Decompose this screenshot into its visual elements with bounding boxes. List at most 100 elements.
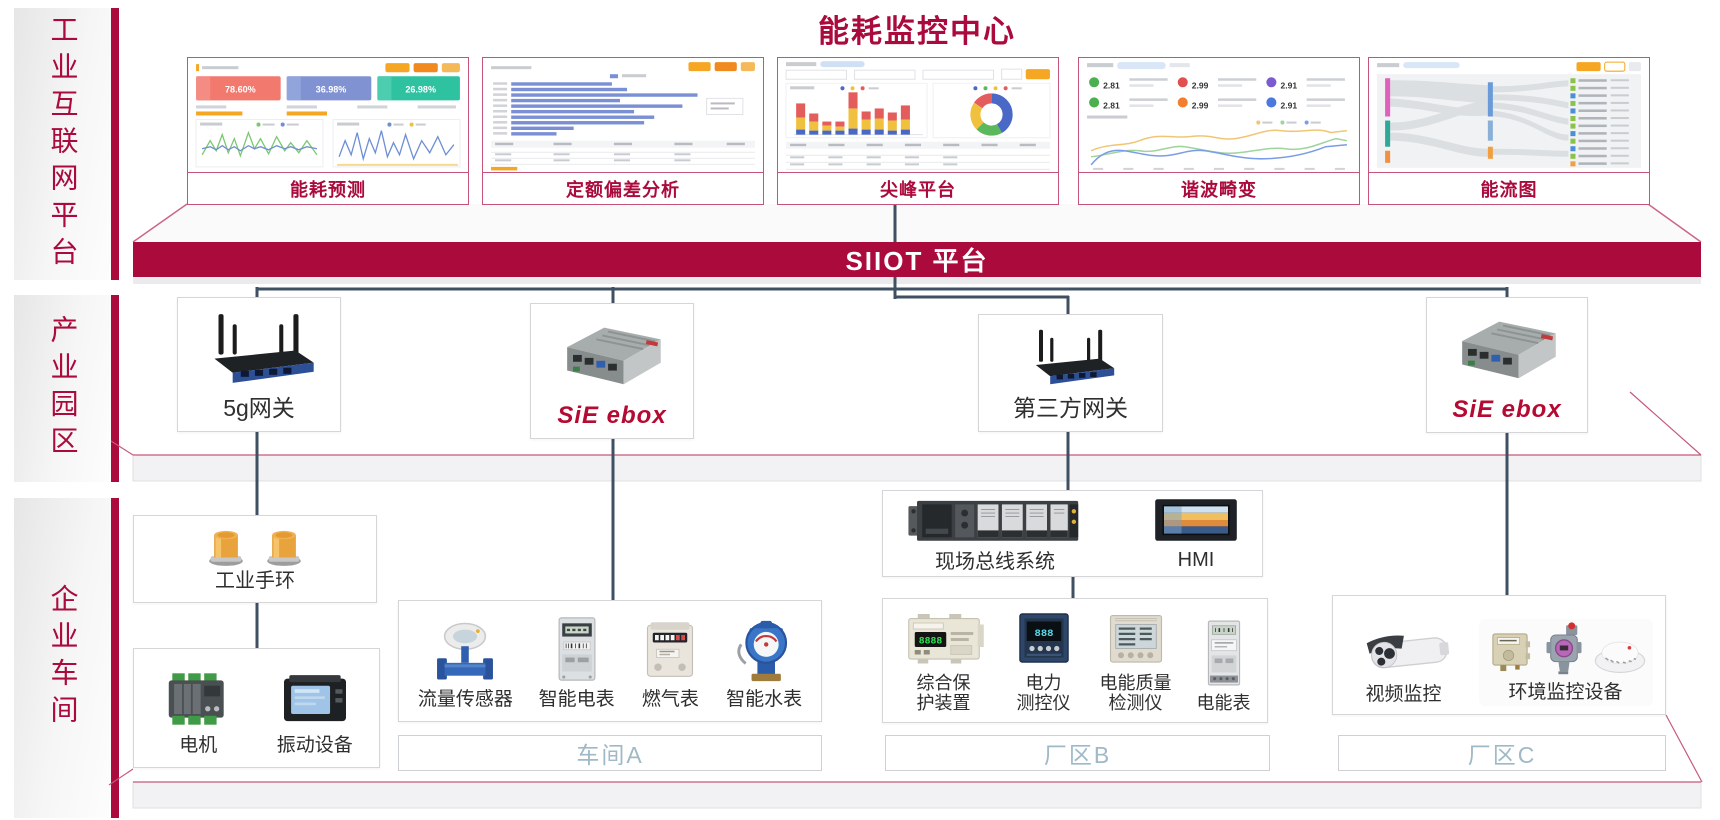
device-label: 流量传感器 — [417, 689, 513, 711]
motor-group: 电机 振动设备 — [133, 648, 380, 768]
svg-text:2.99: 2.99 — [1192, 80, 1209, 90]
page-title: 能耗监控中心 — [818, 14, 1016, 49]
third-party-router-icon — [1013, 325, 1129, 389]
siiot-platform-banner: SIIOT 平台 — [133, 242, 1701, 277]
top-platform-surface — [133, 204, 1701, 242]
gateway-5g-label: 5g网关 — [223, 395, 295, 421]
industrial-wristband-icon — [204, 526, 248, 568]
sidebar-section-workshop: 企业车间 — [14, 498, 119, 818]
gateway-ebox-1: SiE ebox — [530, 303, 694, 439]
device-smart-water-meter: 智能水表 — [726, 618, 802, 711]
device-smart-electric-meter: 智能电表 — [539, 614, 615, 711]
gateway-third-party: 第三方网关 — [978, 314, 1163, 432]
device-label: 电力 测控仪 — [1016, 672, 1071, 714]
energy-flow-screenshot — [1369, 58, 1649, 173]
app-card-energy-flow: 能流图 — [1368, 57, 1650, 205]
device-label: 环境监控设备 — [1508, 682, 1623, 704]
industrial-wristband-icon — [262, 526, 306, 568]
sidebar-section-platform: 工业互联网平台 — [14, 8, 119, 280]
app-card-peak-platform: 尖峰平台 — [777, 57, 1059, 205]
svg-text:2.81: 2.81 — [1103, 100, 1120, 110]
app-card-label: 谐波畸变 — [1181, 179, 1257, 200]
energy-flow-sankey — [1369, 58, 1649, 172]
gateway-5g: 5g网关 — [177, 297, 341, 432]
cctv-camera-icon — [1346, 625, 1462, 679]
gateway-ebox-2: SiE ebox — [1426, 297, 1588, 433]
bottom-slab — [132, 781, 1702, 809]
device-label: 综合保 护装置 — [916, 672, 971, 714]
middle-slab — [132, 454, 1702, 482]
device-gas-meter: 燃气表 — [640, 616, 700, 711]
app-card-energy-forecast: 78.60% 36.98% 26.98% — [187, 57, 469, 205]
ebox-logo: SiE ebox — [557, 402, 667, 429]
svg-text:2.99: 2.99 — [1192, 100, 1209, 110]
device-vibration: 振动设备 — [274, 668, 356, 757]
quota-deviation-screenshot — [483, 58, 763, 173]
flow-sensor-icon — [431, 616, 499, 684]
zone-b-label-box: 厂区B — [885, 735, 1270, 771]
sidebar-label-park: 产业园区 — [47, 314, 79, 463]
vibration-device-icon — [274, 668, 356, 730]
sidebar-label-platform: 工业互联网平台 — [47, 14, 79, 274]
env-monitor-box-icon — [1483, 625, 1537, 677]
svg-text:36.98%: 36.98% — [316, 84, 347, 94]
smoke-detector-icon — [1591, 633, 1649, 677]
device-label: 智能水表 — [726, 689, 803, 711]
gateway-third-party-label: 第三方网关 — [1013, 395, 1128, 421]
device-label: 智能电表 — [538, 689, 615, 711]
gas-detector-icon — [1539, 621, 1589, 677]
fieldbus-plc-icon — [897, 494, 1093, 546]
app-card-label: 能流图 — [1480, 179, 1538, 200]
device-environment-monitoring: 环境监控设备 — [1478, 619, 1653, 706]
zone-a-device-group: 流量传感器 智能电表 燃气表 智能水表 — [398, 600, 822, 722]
zone-c-label: 厂区C — [1467, 742, 1537, 768]
device-flow-sensor: 流量传感器 — [418, 616, 513, 711]
svg-text:2.91: 2.91 — [1280, 80, 1297, 90]
zone-c-device-group: 视频监控 环境监控设备 — [1332, 595, 1666, 715]
siiot-platform-label: SIIOT 平台 — [845, 246, 989, 276]
zone-a-label: 车间A — [576, 742, 644, 768]
svg-text:78.60%: 78.60% — [225, 84, 256, 94]
connector-lines — [255, 205, 1509, 649]
device-label: HMI — [1177, 548, 1215, 571]
energy-forecast-screenshot: 78.60% 36.98% 26.98% — [188, 58, 468, 173]
peak-platform-screenshot — [778, 58, 1058, 173]
device-label: 电能质量 检测仪 — [1099, 672, 1172, 714]
app-card-label: 尖峰平台 — [880, 179, 956, 200]
protection-device-icon — [900, 608, 988, 668]
device-label: 电能表 — [1196, 693, 1251, 714]
hmi-panel-icon — [1144, 496, 1248, 544]
app-card-label: 定额偏差分析 — [566, 179, 680, 200]
zone-b-label: 厂区B — [1043, 742, 1112, 768]
energy-meter-icon — [1200, 618, 1248, 688]
zone-c-label-box: 厂区C — [1338, 735, 1666, 771]
ebox-device-icon — [1447, 308, 1567, 386]
power-meter-icon — [1013, 608, 1075, 668]
app-card-quota-deviation: 定额偏差分析 — [482, 57, 764, 205]
svg-text:2.91: 2.91 — [1280, 100, 1297, 110]
device-hmi: HMI — [1144, 496, 1248, 572]
device-motor: 电机 — [157, 668, 239, 757]
device-power-quality-detector: 电能质量 检测仪 — [1100, 608, 1172, 714]
harmonic-distortion-mini-dashboard: 2.81 2.99 2.91 2.81 2.99 2.91 — [1079, 58, 1359, 172]
5g-router-icon — [198, 308, 320, 389]
app-card-label: 能耗预测 — [290, 179, 366, 200]
motor-icon — [157, 668, 239, 730]
wristband-label: 工业手环 — [215, 569, 295, 592]
sidebar-section-park: 产业园区 — [14, 295, 119, 482]
device-label: 视频监控 — [1365, 684, 1442, 706]
energy-forecast-mini-dashboard: 78.60% 36.98% 26.98% — [188, 58, 468, 172]
smart-water-meter-icon — [731, 618, 797, 684]
gas-meter-icon — [640, 616, 700, 684]
peak-platform-mini-dashboard — [778, 58, 1058, 172]
quota-deviation-mini-dashboard — [483, 58, 763, 172]
device-energy-meter: 电能表 — [1197, 618, 1251, 714]
sidebar-label-workshop: 企业车间 — [47, 584, 79, 732]
device-protection-unit: 综合保 护装置 — [900, 608, 988, 714]
smart-electric-meter-icon — [549, 614, 605, 684]
svg-text:2.81: 2.81 — [1103, 80, 1120, 90]
svg-text:26.98%: 26.98% — [405, 84, 436, 94]
device-label: 现场总线系统 — [935, 550, 1055, 573]
